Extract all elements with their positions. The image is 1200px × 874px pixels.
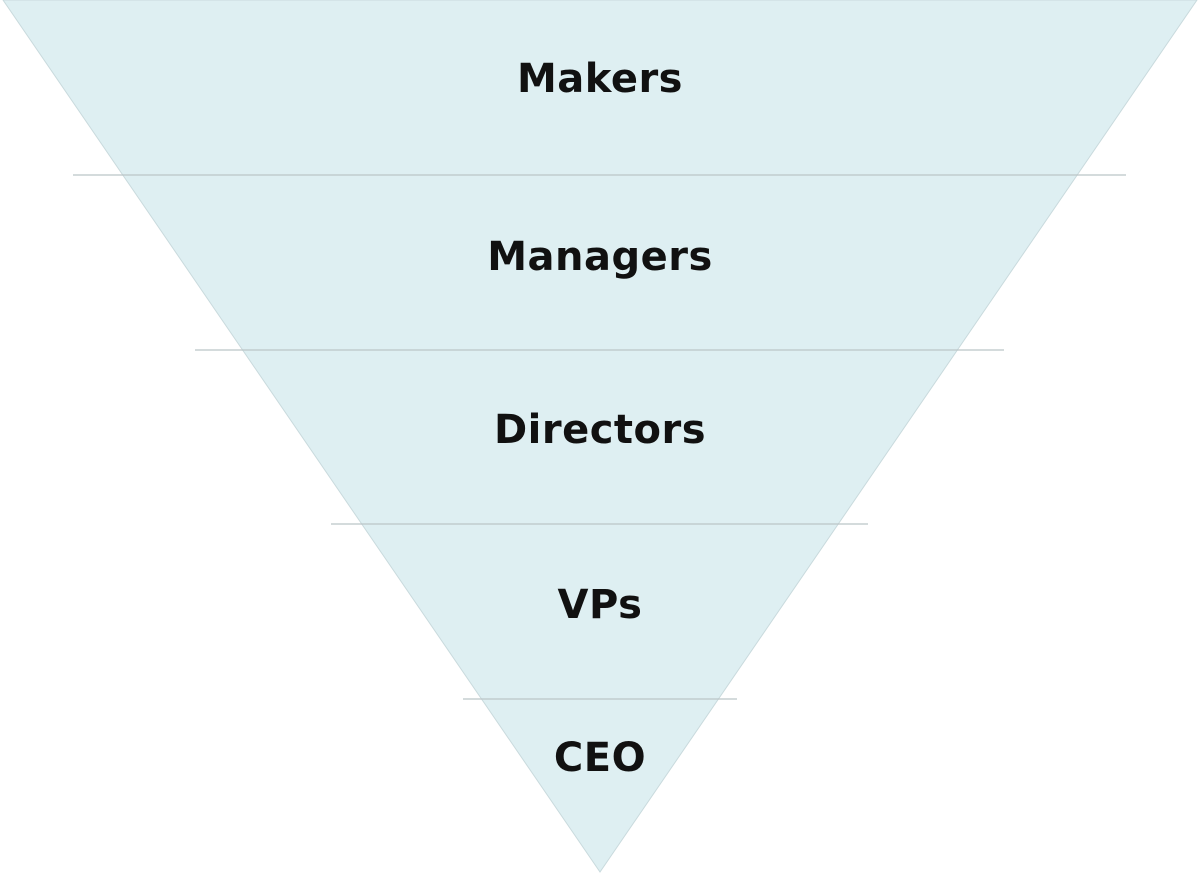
level-label-managers: Managers [487, 234, 713, 280]
level-label-makers: Makers [517, 56, 683, 102]
level-label-ceo: CEO [553, 735, 647, 781]
level-label-vps: VPs [557, 582, 643, 628]
level-label-directors: Directors [493, 407, 707, 453]
